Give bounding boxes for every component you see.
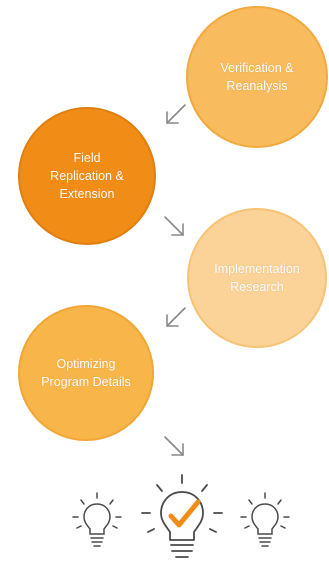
lightbulb-icon <box>240 492 290 547</box>
arrow-down-right-icon <box>164 216 184 236</box>
arrow-down-right-icon <box>164 436 184 456</box>
step-circle-field-replication-extension: Field Replication & Extension <box>18 107 156 245</box>
arrow-down-left-icon <box>166 307 186 327</box>
step-label-optimizing-program-details: Optimizing Program Details <box>41 357 131 389</box>
step-circle-implementation-research: Implementation Research <box>187 208 327 348</box>
lightbulb-check-icon <box>141 474 223 558</box>
step-label-implementation-research: Implementation Research <box>214 262 300 294</box>
step-circle-optimizing-program-details: Optimizing Program Details <box>18 305 154 441</box>
arrow-down-left-icon <box>166 104 186 124</box>
lightbulb-icon <box>72 492 122 547</box>
step-circle-verification-reanalysis: Verification & Reanalysis <box>186 6 328 148</box>
step-label-verification-reanalysis: Verification & Reanalysis <box>220 61 294 93</box>
step-label-field-replication-extension: Field Replication & Extension <box>50 151 124 201</box>
